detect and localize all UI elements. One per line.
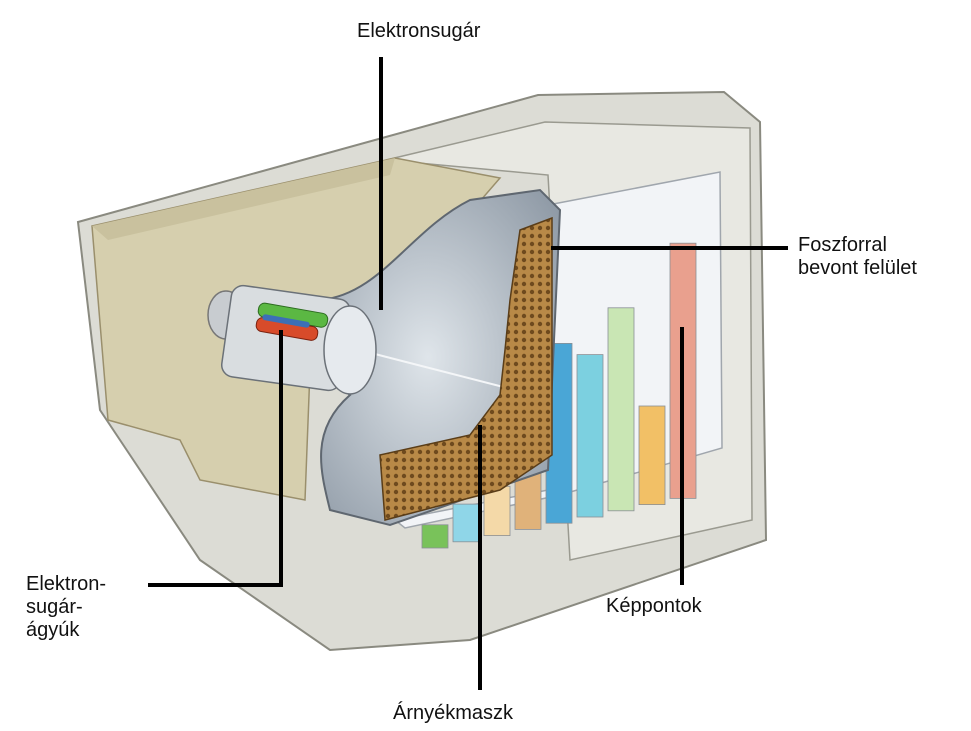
beam-label: Elektronsugár [357,20,481,42]
screen-bar-chart [421,242,697,549]
screen-bar [607,307,635,512]
leader-lines [148,57,788,690]
mask-label: Árnyékmaszk [393,702,514,724]
pixels-label: Képpontok [606,595,702,617]
guns-leader [148,330,283,587]
screen-bar [452,503,480,543]
screen-bar [421,524,449,549]
electron-gun-assembly [207,284,377,395]
shadow-mask [379,216,553,521]
screen-bar [576,354,604,518]
phosphor-label: Foszforral bevont felület [798,234,917,279]
screen-bar [638,405,666,505]
blue-gun [262,314,310,328]
guns-label: Elektron- sugár- ágyúk [26,573,107,641]
